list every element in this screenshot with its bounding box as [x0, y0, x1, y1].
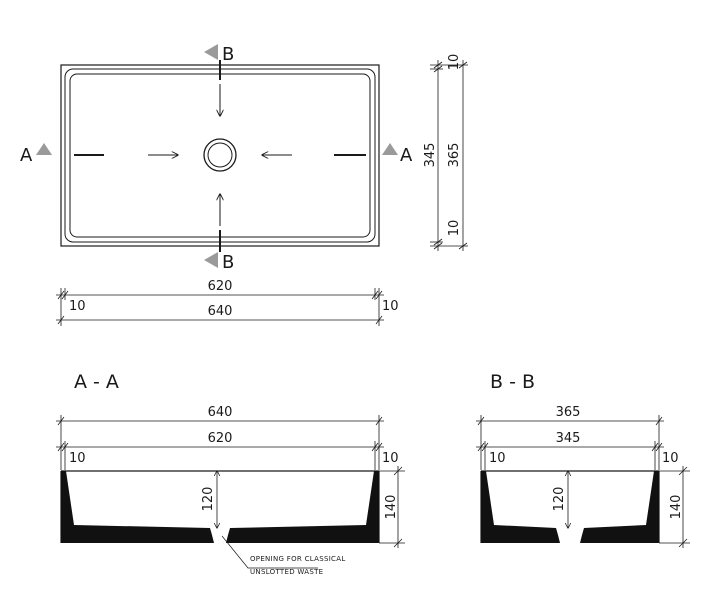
waste-note-leader	[221, 535, 318, 569]
section-bb-profile	[480, 470, 660, 543]
plan-dim-inner-width: 345	[423, 143, 438, 168]
waste-note-line2: UNSLOTTED WASTE	[250, 568, 323, 576]
waste-note-line1: OPENING FOR CLASSICAL	[250, 555, 346, 563]
section-aa-dims	[56, 415, 384, 470]
section-marker-b-top-icon	[204, 44, 218, 60]
section-marker-a-left-icon	[36, 143, 52, 155]
section-aa-dim-right-rim: 10	[382, 451, 399, 466]
drain-outer-ring	[203, 138, 237, 172]
section-aa-dim-inner-length: 620	[208, 431, 233, 446]
section-bb-dim-total-height: 140	[669, 495, 684, 520]
section-aa-title: A - A	[74, 371, 119, 393]
plan-dim-outer-length: 640	[208, 304, 233, 319]
plan-horizontal-dims	[56, 288, 384, 326]
section-bb-dim-inner-width: 345	[556, 431, 581, 446]
section-bb-dims	[476, 415, 664, 470]
section-bb-title: B - B	[490, 371, 535, 393]
section-aa-profile	[60, 470, 380, 543]
plan-dim-inner-length: 620	[208, 279, 233, 294]
section-bb-dim-inner-depth: 120	[552, 487, 567, 512]
plan-view	[60, 60, 380, 252]
section-marker-b-bottom-icon	[204, 252, 218, 268]
section-bb-dim-outer-width: 365	[556, 405, 581, 420]
section-marker-a-right-icon	[382, 143, 398, 155]
section-aa-dim-left-rim: 10	[69, 451, 86, 466]
section-label-b-bottom: B	[222, 252, 234, 273]
plan-dim-bottom-rim: 10	[447, 220, 462, 237]
section-label-a-right: A	[400, 145, 413, 166]
section-bb-dim-left-rim: 10	[489, 451, 506, 466]
section-bb-dim-right-rim: 10	[662, 451, 679, 466]
section-label-b-top: B	[222, 44, 234, 65]
section-aa-dim-inner-depth: 120	[201, 487, 216, 512]
section-bb-height-dims	[568, 466, 690, 548]
section-aa-dim-total-height: 140	[384, 495, 399, 520]
section-label-a-left: A	[20, 145, 33, 166]
plan-dim-right-rim: 10	[382, 299, 399, 314]
plan-dim-outer-width: 365	[447, 143, 462, 168]
plan-dim-top-rim: 10	[447, 54, 462, 71]
drain-inner-ring	[207, 142, 233, 168]
plan-dim-left-rim: 10	[69, 299, 86, 314]
section-aa-height-dims	[217, 466, 405, 548]
section-aa-dim-outer-length: 640	[208, 405, 233, 420]
plan-vertical-dims	[430, 60, 468, 251]
